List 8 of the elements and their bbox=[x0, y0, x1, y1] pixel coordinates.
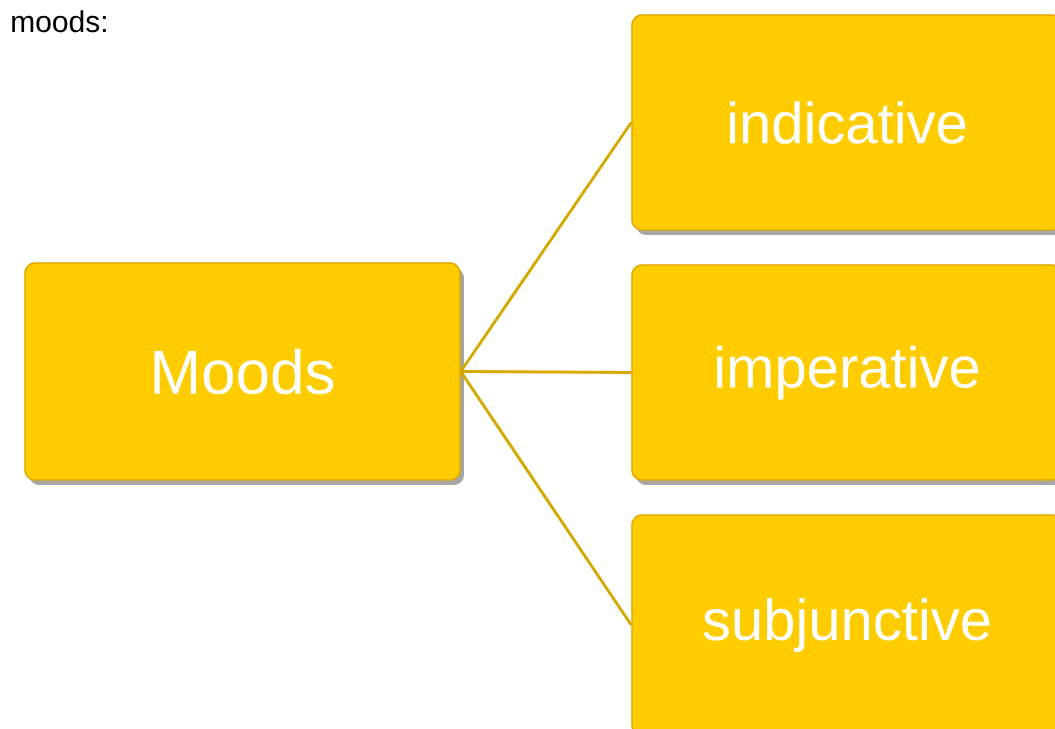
connector-line bbox=[459, 370, 633, 626]
process-box: indicative bbox=[631, 14, 1055, 235]
connector-line bbox=[459, 121, 633, 373]
connector-line bbox=[460, 370, 632, 374]
process-box: imperative bbox=[631, 264, 1055, 485]
process-box: subjunctive bbox=[631, 514, 1055, 729]
heading-text: moods: bbox=[12, 10, 106, 33]
process-box: Moods bbox=[24, 262, 464, 485]
